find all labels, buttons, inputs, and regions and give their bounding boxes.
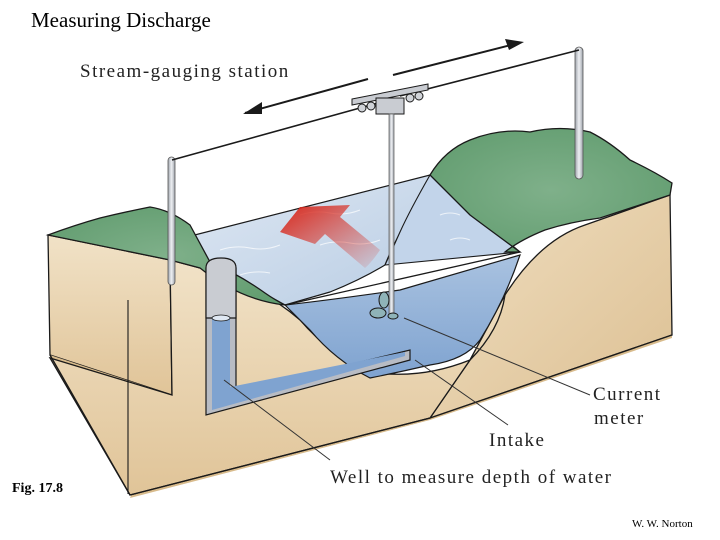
stilling-well [205, 257, 411, 416]
current-meter-propeller [369, 291, 399, 320]
traverse-arrows [243, 39, 524, 114]
well-opening [205, 257, 237, 319]
label-stream-gauging-station: Stream-gauging station [80, 61, 290, 82]
label-intake: Intake [489, 430, 545, 451]
right-bank-grass [429, 127, 673, 253]
label-well: Well to measure depth of water [330, 467, 612, 488]
publisher-credit: W. W. Norton [632, 518, 693, 530]
cable-trolley [351, 83, 429, 115]
flow-direction-arrow [280, 205, 380, 268]
slide-title: Measuring Discharge [31, 8, 211, 32]
label-current-meter-line2: meter [594, 408, 645, 429]
label-current-meter: Current [593, 384, 662, 405]
leader-lines [223, 317, 591, 461]
right-pole [574, 46, 584, 180]
cable [171, 49, 580, 161]
figure-number: Fig. 17.8 [12, 481, 63, 496]
current-meter-rod [388, 113, 395, 317]
left-pole [167, 156, 176, 286]
